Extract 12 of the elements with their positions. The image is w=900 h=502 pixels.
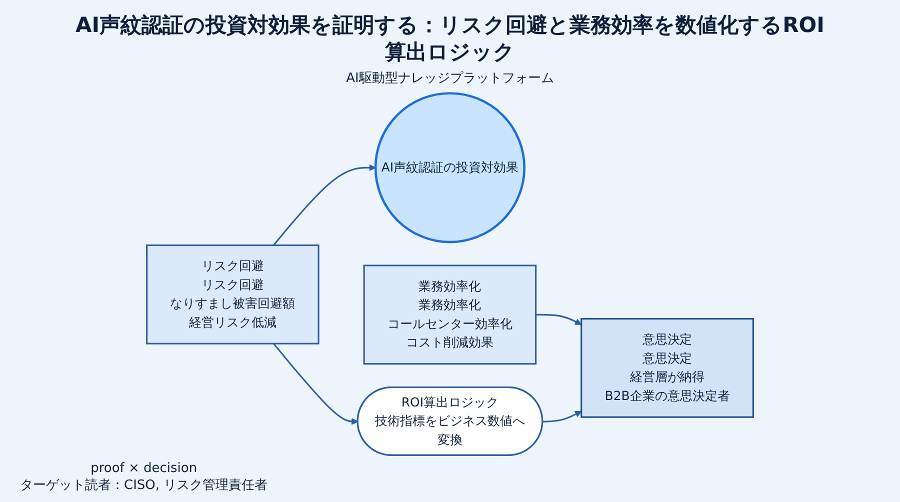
note-text: ターゲット読者：CISO, リスク管理責任者 [20,477,268,494]
arrow [272,164,376,246]
title: AI声紋認証の投資対効果を証明する：リスク回避と業務効率を数値化するROI算出ロジック [74,12,826,66]
node-box: 意思決定 意思決定 経営層が納得 B2B企業の意思決定者 [580,318,754,418]
arrow [536,313,582,324]
arrow [272,342,358,424]
node-box: リスク回避 リスク回避 なりすまし被害回避額 経営リスク低減 [146,244,320,344]
node-circle: AI声紋認証の投資対効果 [374,92,526,243]
subtitle: AI駆動型ナレッジプラットフォーム [346,70,554,87]
node-box: 業務効率化 業務効率化 コールセンター効率化 コスト削減効果 [363,264,537,364]
note-text: proof × decision [90,461,198,476]
arrow [542,410,582,422]
